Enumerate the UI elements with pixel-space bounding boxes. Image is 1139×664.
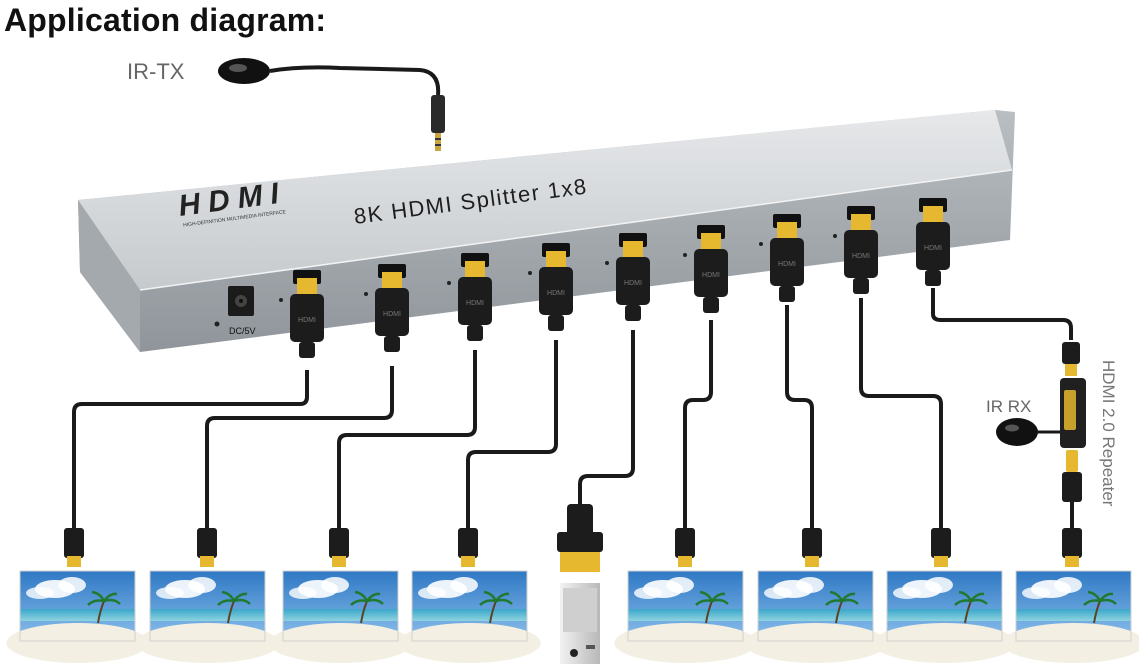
svg-text:HDMI: HDMI [383,311,401,318]
cable-6 [683,320,713,528]
display-plug [675,528,695,567]
ir-tx-sensor [218,58,445,151]
hdmi-cables [72,288,1073,528]
svg-text:HDMI: HDMI [624,280,642,287]
page-title: Application diagram: [4,2,327,38]
port-plug: HDMI [605,233,650,321]
svg-text:HDMI: HDMI [778,261,796,268]
displays-row [6,570,1139,663]
display-plug [64,528,84,567]
display-plug [197,528,217,567]
cable-9 [931,288,1073,340]
port-plug: HDMI [447,253,492,341]
port-plug: HDMI [916,198,950,286]
display-plugs [64,528,1082,567]
port-plug: HDMI [833,206,878,294]
ir-rx-sensor [996,418,1060,446]
cable-4 [466,340,558,528]
svg-text:HDMI: HDMI [924,245,942,252]
cable-1 [72,370,309,528]
ir-rx-label: IR RX [986,397,1031,416]
display-screen [1002,570,1139,663]
dc-power-port [214,286,254,327]
cable-2 [205,366,394,528]
port-plug: HDMI [364,264,409,352]
power-label: DC/5V [229,326,256,336]
port-plug: HDMI [528,243,573,331]
port-plug: HDMI [683,225,728,313]
display-plug [802,528,822,567]
output-port-plugs: HDMI HDMI HDMI HDMI HDMI HDMI HDMI HDMI HDMI [279,198,950,358]
display-screen [398,570,541,663]
display-plug [931,528,951,567]
svg-text:HDMI: HDMI [547,290,565,297]
svg-text:HDMI: HDMI [466,300,484,307]
port-plug: HDMI [279,270,324,358]
ir-tx-label: IR-TX [127,59,185,84]
cable-3 [337,350,477,528]
display-screen [744,570,887,663]
display-plug [329,528,349,567]
display-screen [269,570,412,663]
cable-8 [859,298,943,528]
display-screen [873,570,1016,663]
display-screen [614,570,757,663]
svg-text:HDMI: HDMI [298,317,316,324]
display-screen [6,570,149,663]
cable-5 [578,330,635,504]
display-plug [1062,528,1082,567]
source-pc [557,504,603,664]
svg-text:HDMI: HDMI [852,253,870,260]
display-screen [136,570,279,663]
hdmi-repeater [1060,342,1086,528]
svg-text:HDMI: HDMI [702,272,720,279]
display-plug [458,528,478,567]
repeater-label: HDMI 2.0 Repeater [1099,360,1118,507]
cable-7 [785,305,814,528]
port-plug: HDMI [759,214,804,302]
